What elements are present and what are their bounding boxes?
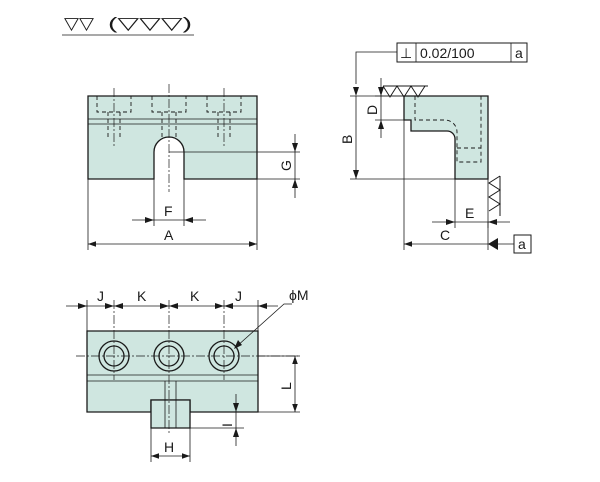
dim-f-arrow-left — [145, 217, 154, 223]
dim-j-left-arrow-outer — [78, 303, 87, 309]
dim-g-label: G — [278, 160, 294, 171]
dim-j-right-arrow-inner — [224, 303, 233, 309]
dim-k-right-label: K — [190, 288, 200, 304]
side-view-finish-mark-right — [488, 175, 501, 216]
tolerance-symbol: ⊥ — [400, 45, 412, 61]
dim-e-arrow-right — [488, 219, 497, 225]
dim-g-arrow-top — [292, 143, 298, 152]
dim-e-label: E — [465, 205, 474, 221]
front-view-hidden-bore-right — [206, 96, 242, 140]
dim-f-arrow-right — [184, 217, 193, 223]
dim-m-label: ϕM — [289, 287, 309, 303]
datum-a-triangle — [488, 238, 498, 250]
tolerance-frame: ⊥ 0.02/100 a — [353, 42, 528, 96]
tolerance-leader-arrow — [353, 87, 359, 96]
dim-f-label: F — [164, 203, 173, 219]
surface-finish-other-symbol: (▽▽▽) — [108, 14, 192, 33]
dim-d-label: D — [364, 105, 380, 115]
dim-b-label: B — [339, 135, 355, 144]
dim-i-label: I — [219, 423, 235, 427]
tolerance-leader — [355, 51, 397, 84]
top-view: J K K J ϕM L I H — [66, 287, 309, 462]
front-view-hidden-bore-left — [96, 96, 132, 140]
tolerance-value: 0.02/100 — [420, 45, 475, 61]
tolerance-frame-box — [396, 42, 528, 63]
datum-a-label: a — [518, 236, 526, 252]
front-view-hidden-bore-mid — [151, 96, 187, 140]
side-view-body — [403, 95, 489, 180]
dim-k-left-arrow-start — [114, 303, 123, 309]
dim-k-left-label: K — [137, 288, 147, 304]
side-view: ⊥ 0.02/100 a B D E C a — [339, 42, 532, 254]
surface-finish-symbol: ▽▽ — [64, 14, 95, 33]
dim-i-arrow-top — [233, 403, 239, 412]
dim-g-arrow-bottom — [292, 179, 298, 188]
dim-k-left-arrow-end — [160, 303, 169, 309]
dim-k-right-arrow-start — [169, 303, 178, 309]
dim-m-leader-arrow — [234, 340, 242, 349]
dim-j-left-label: J — [97, 288, 104, 304]
side-view-hidden-profile — [414, 96, 482, 163]
top-view-key-slot — [150, 399, 191, 429]
front-view-body — [87, 95, 258, 180]
dim-d-arrow-bottom — [378, 120, 384, 129]
tolerance-datum: a — [515, 45, 523, 61]
front-view: F A G — [87, 84, 300, 250]
dim-b-arrow-bottom — [353, 170, 359, 179]
dim-m-leader — [235, 303, 292, 348]
datum-a-box — [513, 234, 532, 254]
dim-j-left-arrow-inner — [105, 303, 114, 309]
dim-e-arrow-left — [446, 219, 455, 225]
dim-d-arrow-top — [378, 87, 384, 96]
dim-j-right-label: J — [235, 288, 242, 304]
side-view-finish-mark-top — [382, 85, 428, 98]
dim-i-arrow-bottom — [233, 428, 239, 437]
dim-h-label: H — [164, 439, 174, 455]
dim-j-right-arrow-outer — [258, 303, 267, 309]
dim-c-label: C — [440, 227, 450, 243]
dim-a-label: A — [164, 227, 174, 243]
dim-l-label: L — [278, 382, 294, 390]
surface-finish-header: ▽▽ (▽▽▽) — [62, 14, 194, 36]
dim-k-right-arrow-end — [215, 303, 224, 309]
